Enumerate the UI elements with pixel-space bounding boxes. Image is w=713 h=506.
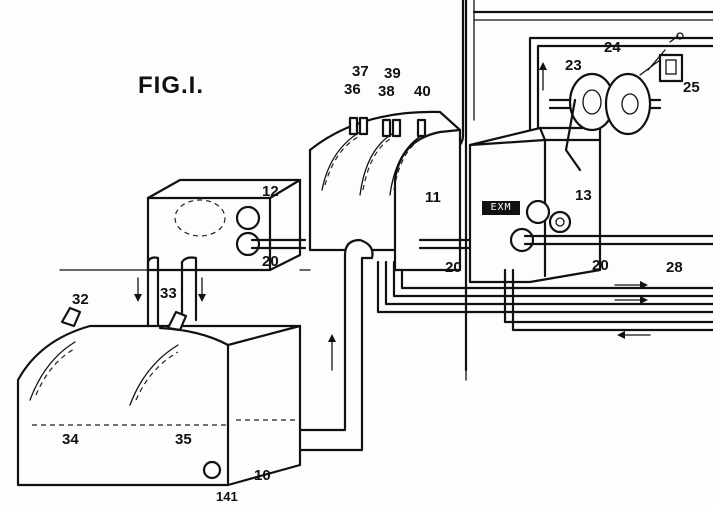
label-36: 36 bbox=[344, 81, 361, 98]
label-35: 35 bbox=[175, 431, 192, 448]
label-38: 38 bbox=[378, 83, 395, 100]
label-39: 39 bbox=[384, 65, 401, 82]
panel-frame bbox=[453, 0, 713, 372]
shafts bbox=[250, 234, 713, 250]
label-20-middle: 20 bbox=[445, 259, 462, 276]
label-32: 32 bbox=[72, 291, 89, 308]
label-23: 23 bbox=[565, 57, 582, 74]
label-34: 34 bbox=[62, 431, 79, 448]
label-20-right: 20 bbox=[592, 257, 609, 274]
label-40: 40 bbox=[414, 83, 431, 100]
label-10: 10 bbox=[254, 467, 271, 484]
label-28: 28 bbox=[666, 259, 683, 276]
label-33: 33 bbox=[160, 285, 177, 302]
unit-10-housing bbox=[16, 306, 302, 487]
label-11: 11 bbox=[425, 189, 441, 206]
pipes-lower bbox=[376, 260, 713, 381]
stamp-mark: EXM bbox=[482, 201, 520, 215]
label-20-left: 20 bbox=[262, 253, 279, 270]
riser-pipe bbox=[288, 238, 374, 452]
label-141: 141 bbox=[216, 489, 238, 504]
label-24: 24 bbox=[604, 39, 621, 56]
figure-title: FIG.I. bbox=[138, 72, 204, 99]
feed-pipes bbox=[134, 256, 206, 330]
label-37: 37 bbox=[352, 63, 369, 80]
upper-pipe bbox=[528, 36, 713, 132]
upper-pipe-inner bbox=[536, 44, 713, 132]
arrowhead-icon bbox=[539, 62, 547, 70]
unit-11-housing bbox=[308, 110, 462, 272]
label-25: 25 bbox=[683, 79, 700, 96]
label-12: 12 bbox=[262, 183, 279, 200]
drive-mechanism bbox=[548, 32, 684, 172]
label-13: 13 bbox=[575, 187, 592, 204]
